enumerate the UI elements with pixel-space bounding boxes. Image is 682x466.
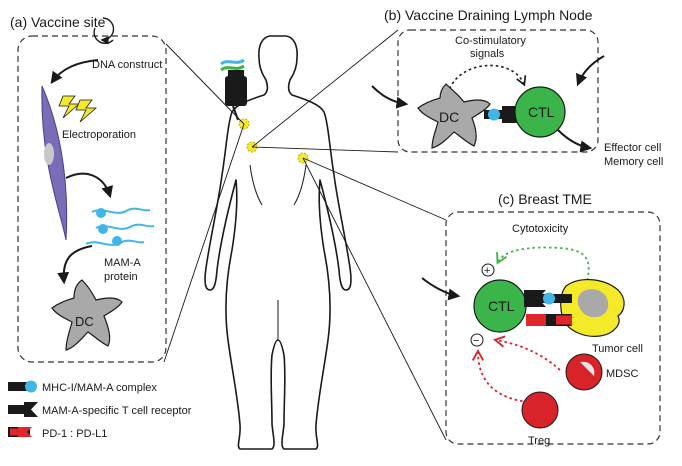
body-contour-left <box>249 164 263 206</box>
panel-c-title: (c) Breast TME <box>498 191 592 207</box>
minus-sign-marker <box>470 333 484 347</box>
cytotoxicity-arrow <box>496 246 590 287</box>
legend-mhc-label: MHC-I/MAM-A complex <box>42 382 157 394</box>
mdsc-suppression-arrow <box>493 335 561 371</box>
ctl-cell-b <box>514 86 566 138</box>
muscle-cell <box>41 85 68 241</box>
mdsc-nucleus <box>580 361 595 376</box>
arrow-from-top-right <box>575 55 605 87</box>
costim-label-2: signals <box>470 48 505 60</box>
electroporation-injector <box>220 58 247 121</box>
legend-pd-label: PD-1 : PD-L1 <box>42 428 107 440</box>
arrow-to-effector <box>557 129 593 153</box>
mhc-tcr-synapse-c <box>524 290 572 307</box>
ctl-b-label: CTL <box>528 104 555 120</box>
tumor-cell-label: Tumor cell <box>592 343 643 355</box>
dna-construct-label: DNA construct <box>92 59 162 71</box>
dc-b-label: DC <box>439 109 459 125</box>
treg-suppression-arrow <box>471 349 529 403</box>
connector-c-bottom <box>302 157 447 441</box>
memory-cell-label: Memory cell <box>604 156 663 168</box>
connector-a-top <box>165 43 245 125</box>
connector-b-bottom <box>251 146 399 153</box>
body-contour-right <box>293 164 307 206</box>
panel-c-box <box>445 211 661 445</box>
arrow-into-tme <box>421 277 461 301</box>
tumor-nucleus <box>577 289 609 318</box>
arrow-into-lymph-node <box>371 85 409 109</box>
connector-a-bottom <box>163 123 245 363</box>
effector-cell-label: Effector cell <box>604 142 661 154</box>
mam-a-protein-label-2: protein <box>104 271 138 283</box>
cytotoxicity-label: Cytotoxicity <box>512 223 569 235</box>
arrow-muscle-to-protein <box>65 172 113 199</box>
ctl-c-label: CTL <box>488 298 515 314</box>
legend-tcr-label: MAM-A-specific T cell receptor <box>42 405 192 417</box>
dendritic-cell-b <box>417 83 491 149</box>
electroporation-bolt-icon <box>58 95 98 123</box>
panel-a-box <box>17 35 167 363</box>
costim-label-1: Co-stimulatory <box>455 35 526 47</box>
plus-sign: + <box>484 265 490 277</box>
panel-b-box <box>397 29 599 153</box>
minus-sign: − <box>473 335 479 347</box>
legend-tcr-symbol <box>8 402 38 417</box>
muscle-cell-nucleus <box>44 143 54 165</box>
treg-cell <box>521 391 559 429</box>
mam-a-protein-icon <box>85 207 155 246</box>
treg-label: Treg <box>528 435 550 447</box>
dendritic-cell-a <box>51 279 123 351</box>
panel-b-title: (b) Vaccine Draining Lymph Node <box>384 7 593 23</box>
costim-arrow <box>447 64 527 95</box>
mam-a-protein-label-1: MAM-A <box>104 257 141 269</box>
arrow-protein-to-dc <box>57 245 93 285</box>
arrow-dna-to-muscle <box>50 59 99 84</box>
connector-c-top <box>302 157 447 221</box>
legend-pd-symbol <box>8 427 32 437</box>
dna-construct-icon <box>93 17 115 45</box>
connector-b-top <box>251 29 399 148</box>
electroporation-label: Electroporation <box>62 129 136 141</box>
legend-mhc-symbol <box>8 380 37 393</box>
mdsc-cell <box>565 353 603 391</box>
panel-a-title: (a) Vaccine site <box>10 14 106 30</box>
plus-sign-marker <box>481 263 495 277</box>
mdsc-label: MDSC <box>606 368 638 380</box>
dc-a-label: DC <box>75 314 94 329</box>
pd1-pdl1-synapse <box>526 314 572 326</box>
